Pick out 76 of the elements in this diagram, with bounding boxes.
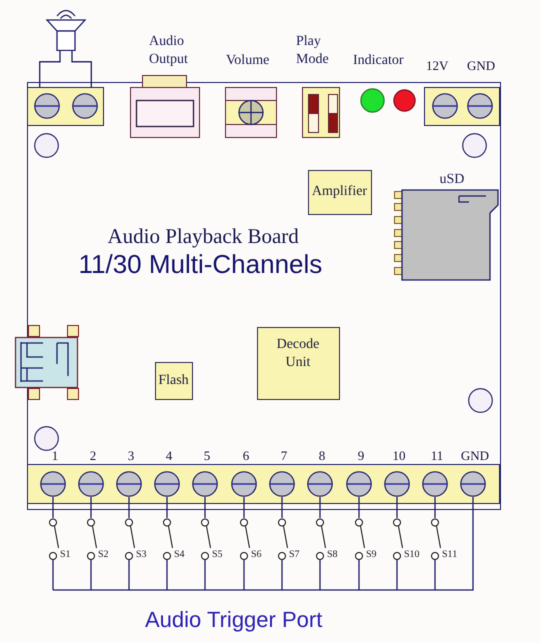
- wire: [52, 497, 54, 518]
- screw-icon: [40, 470, 66, 496]
- wire: [128, 560, 130, 590]
- wire: [128, 497, 130, 518]
- switch-label: S2: [98, 549, 109, 560]
- pin-label: 9: [356, 448, 366, 464]
- caption: Audio Trigger Port: [145, 609, 322, 631]
- wire: [166, 497, 168, 518]
- screw-icon: [268, 470, 294, 496]
- wire: [396, 497, 398, 518]
- switch-label: S7: [289, 549, 300, 560]
- component-label: Play Mode: [296, 33, 330, 69]
- pin-label: 6: [242, 448, 250, 464]
- pin-label: GND: [467, 58, 496, 74]
- screw-icon: [78, 470, 104, 496]
- pin-label: 11: [430, 448, 444, 464]
- wire: [281, 497, 283, 518]
- pin-label: 3: [126, 448, 136, 464]
- wire: [434, 497, 436, 518]
- wire: [90, 560, 92, 590]
- terminal-block: [26, 86, 104, 126]
- pin-label: 12V: [426, 58, 448, 74]
- wire: [243, 497, 245, 518]
- screw-icon: [422, 470, 448, 496]
- wire: [396, 560, 398, 590]
- wire: [90, 497, 92, 518]
- wire: [358, 497, 360, 518]
- pin-label: 1: [50, 448, 60, 464]
- wire: [319, 560, 321, 590]
- component-label: Volume: [226, 52, 270, 70]
- wire: [204, 497, 206, 518]
- wire: [52, 560, 54, 590]
- screw-icon: [192, 470, 218, 496]
- pin-label: GND: [460, 448, 490, 464]
- pin-label: 5: [202, 448, 212, 464]
- switch-label: S9: [366, 549, 377, 560]
- terminal-block: [26, 464, 500, 504]
- component-label: Indicator: [353, 52, 404, 70]
- ic-chip: Amplifier: [308, 170, 372, 214]
- switch-label: S8: [327, 549, 338, 560]
- pin-label: 10: [392, 448, 406, 464]
- board-title: Audio Playback Board: [108, 224, 299, 248]
- switch-label: S10: [404, 549, 420, 560]
- screw-icon: [116, 470, 142, 496]
- pin-label: 7: [280, 448, 288, 464]
- wire: [434, 560, 436, 590]
- terminal-block: [424, 86, 500, 126]
- ic-chip: Flash: [154, 362, 192, 400]
- switch-label: S6: [251, 549, 262, 560]
- pin-label: 8: [318, 448, 326, 464]
- screw-icon: [154, 470, 180, 496]
- wire: [243, 560, 245, 590]
- ic-chip: Decode Unit: [256, 326, 340, 400]
- wire: [281, 560, 283, 590]
- wire: [71, 51, 92, 87]
- screw-icon: [346, 470, 372, 496]
- pin-label: 4: [164, 448, 174, 464]
- wire: [204, 560, 206, 590]
- component-label: Audio Output: [149, 33, 189, 69]
- wire: [53, 497, 474, 591]
- screw-icon: [384, 470, 410, 496]
- switch-label: S1: [60, 549, 71, 560]
- wire: [166, 560, 168, 590]
- wire: [319, 497, 321, 518]
- switch-label: S11: [442, 549, 458, 560]
- switch-label: S4: [174, 549, 185, 560]
- pin-label: 2: [88, 448, 98, 464]
- switch-label: S3: [136, 549, 147, 560]
- wire: [358, 560, 360, 590]
- screw-icon: [230, 470, 256, 496]
- component-label: uSD: [440, 172, 464, 188]
- screw-icon: [460, 470, 486, 496]
- board-subtitle: 11/30 Multi-Channels: [78, 248, 322, 280]
- switch-label: S5: [212, 549, 223, 560]
- screw-icon: [306, 470, 332, 496]
- wire: [39, 51, 61, 87]
